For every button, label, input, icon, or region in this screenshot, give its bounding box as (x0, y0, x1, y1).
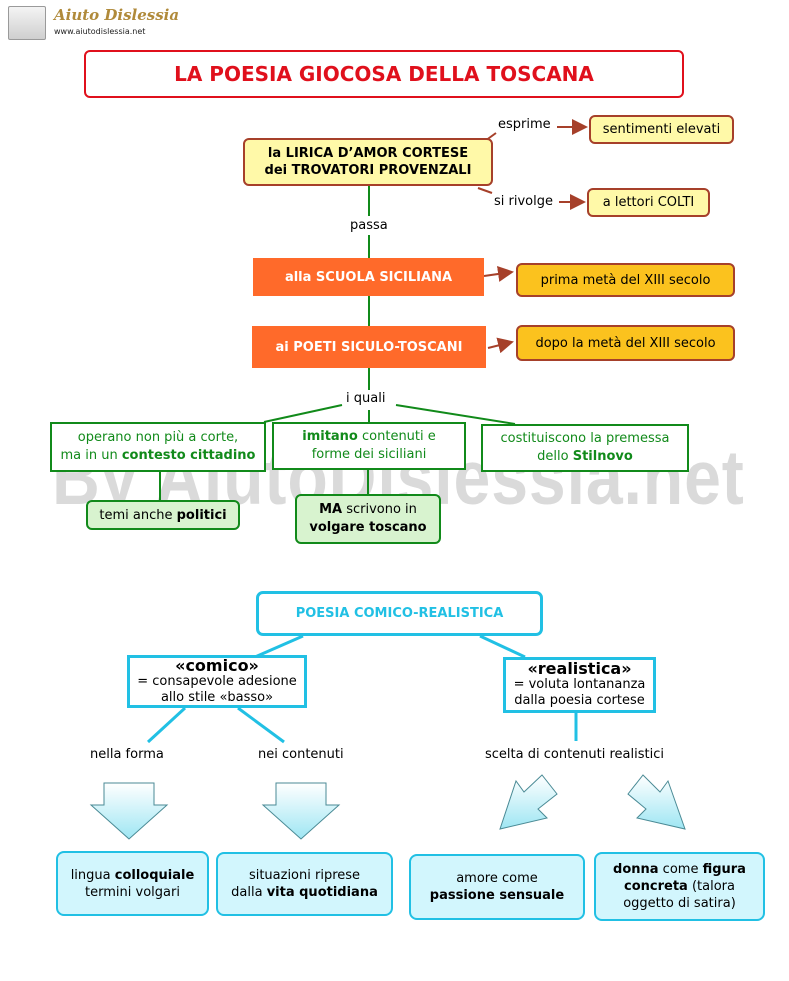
label-nei-contenuti: nei contenuti (258, 747, 344, 762)
costituiscono-bold: Stilnovo (572, 449, 633, 464)
label-passa: passa (350, 218, 388, 233)
prima-meta-box: prima metà del XIII secolo (516, 263, 735, 297)
lingua-colloquiale-box: lingua colloquiale termini volgari (56, 851, 209, 916)
lettori-colti-box: a lettori COLTI (587, 188, 710, 217)
temi-prefix: temi anche (99, 507, 173, 523)
situazioni-bold: vita quotidiana (266, 885, 378, 900)
temi-politici-box: temi anche politici (86, 500, 240, 530)
realistica-box: «realistica» = voluta lontananza dalla p… (503, 657, 656, 713)
volgare-toscano-box: MA scrivono in volgare toscano (295, 494, 441, 544)
donna-bold3: concreta (624, 879, 688, 894)
operano-box: operano non più a corte, ma in un contes… (50, 422, 266, 472)
operano-prefix: ma in un (60, 448, 122, 463)
lingua-line2: termini volgari (85, 884, 180, 900)
amore-line1: amore come (456, 871, 538, 886)
operano-line2: ma in un contesto cittadino (60, 447, 255, 465)
label-scelta-contenuti: scelta di contenuti realistici (485, 747, 664, 762)
poesia-comico-realistica-box: POESIA COMICO-REALISTICA (256, 591, 543, 636)
volgare-bold1: MA (319, 502, 343, 517)
realistica-head: «realistica» (527, 659, 632, 678)
situazioni-line2: dalla vita quotidiana (231, 884, 378, 901)
amore-bold: passione sensuale (429, 888, 565, 903)
comico-head: «comico» (175, 655, 259, 675)
lingua-line1: lingua colloquiale (71, 867, 195, 884)
logo-url: www.aiutodislessia.net (54, 27, 146, 36)
label-i-quali: i quali (346, 391, 386, 406)
operano-bold: contesto cittadino (121, 448, 256, 463)
page-title: LA POESIA GIOCOSA DELLA TOSCANA (84, 50, 684, 98)
amore-box: amore come passione sensuale (409, 854, 585, 920)
operano-line1: operano non più a corte, (77, 430, 239, 445)
situazioni-line1: situazioni riprese (248, 868, 361, 883)
imitano-line1: imitano contenuti e (302, 428, 436, 446)
logo-image (8, 6, 46, 40)
lirica-line1: la LIRICA D’AMOR CORTESE (267, 146, 469, 161)
realistica-line3: dalla poesia cortese (514, 693, 645, 708)
label-si-rivolge: si rivolge (494, 194, 553, 209)
volgare-line1: MA scrivono in (319, 501, 417, 519)
comico-line3: allo stile «basso» (160, 689, 274, 705)
imitano-rest: contenuti e (357, 429, 436, 444)
imitano-bold: imitano (302, 429, 358, 444)
realistica-line2: = voluta lontananza (513, 677, 646, 692)
situazioni-box: situazioni riprese dalla vita quotidiana (216, 852, 393, 916)
donna-bold2: figura (702, 862, 746, 877)
comico-line2: = consapevole adesione (137, 673, 297, 689)
logo-name: Aiuto Dislessia (54, 6, 180, 24)
donna-mid: come (658, 862, 703, 877)
costituiscono-prefix: dello (537, 449, 573, 464)
comico-box: «comico» = consapevole adesione allo sti… (127, 655, 307, 708)
lingua-bold: colloquiale (114, 867, 195, 883)
imitano-box: imitano contenuti e forme dei siciliani (272, 422, 466, 470)
sentimenti-elevati-box: sentimenti elevati (589, 115, 734, 144)
donna-line1: donna come figura (613, 861, 746, 878)
temi-bold: politici (176, 507, 227, 523)
situazioni-prefix: dalla (231, 885, 267, 900)
donna-bold1: donna (613, 862, 659, 877)
imitano-line2: forme dei siciliani (311, 447, 427, 462)
lirica-amor-cortese-box: la LIRICA D’AMOR CORTESE dei TROVATORI P… (243, 138, 493, 186)
volgare-bold2: volgare toscano (309, 520, 427, 535)
dopo-meta-box: dopo la metà del XIII secolo (516, 325, 735, 361)
volgare-rest: scrivono in (342, 502, 417, 517)
donna-box: donna come figura concreta (talora ogget… (594, 852, 765, 921)
donna-line2: concreta (talora (624, 878, 735, 895)
poeti-siculo-toscani-box: ai POETI SICULO-TOSCANI (252, 326, 486, 368)
label-nella-forma: nella forma (90, 747, 164, 762)
donna-line3: oggetto di satira) (623, 896, 736, 911)
lirica-line2: dei TROVATORI PROVENZALI (264, 163, 472, 178)
costituiscono-line2: dello Stilnovo (537, 448, 633, 466)
label-esprime: esprime (498, 117, 551, 132)
lingua-prefix: lingua (70, 867, 115, 883)
costituiscono-box: costituiscono la premessa dello Stilnovo (481, 424, 689, 472)
donna-rest: (talora (687, 879, 735, 894)
scuola-siciliana-box: alla SCUOLA SICILIANA (253, 258, 484, 296)
costituiscono-line1: costituiscono la premessa (500, 431, 670, 446)
